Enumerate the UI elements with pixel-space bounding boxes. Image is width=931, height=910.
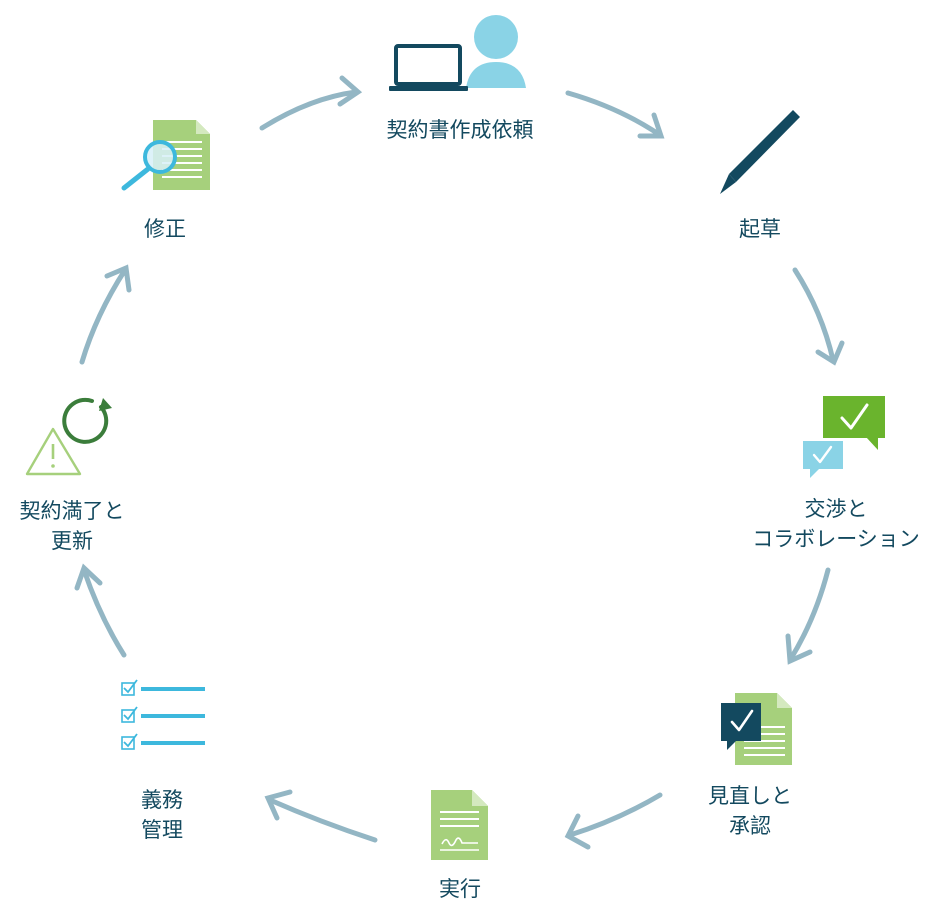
pen-icon — [720, 110, 800, 194]
step-label-line: 契約満了と — [19, 499, 125, 523]
step-label-line: 見直しと — [708, 784, 792, 808]
arrow-execution-to-obligations — [267, 797, 378, 843]
arrow-renewal-to-amendment — [79, 267, 128, 365]
arrow-execution-to-obligations-head — [264, 789, 293, 821]
step-label-line: 起草 — [739, 217, 781, 241]
laptop-user-icon — [389, 15, 526, 91]
step-label-line: 修正 — [144, 217, 186, 241]
step-label-drafting: 起草 — [710, 214, 810, 244]
step-label-amendment: 修正 — [115, 214, 215, 244]
step-label-line: 承認 — [729, 814, 771, 838]
arrow-obligations-to-renewal — [81, 567, 127, 658]
arrow-review-to-execution-head — [564, 813, 591, 850]
step-label-renewal: 契約満了と 更新 — [2, 496, 142, 556]
arrow-request-to-drafting — [565, 90, 663, 138]
step-label-request: 契約書作成依頼 — [360, 115, 560, 145]
chat-check-icon — [803, 396, 885, 478]
step-label-line: 実行 — [439, 877, 481, 901]
step-label-line: 義務 — [141, 788, 183, 812]
arrow-renewal-to-amendment-head — [104, 264, 132, 293]
arrow-amendment-to-request — [259, 89, 359, 131]
arrow-negotiation-to-review-head — [785, 633, 813, 665]
arrow-amendment-to-request-head — [337, 75, 363, 107]
signed-document-icon — [431, 790, 488, 860]
arrow-drafting-to-negotiation — [792, 267, 836, 363]
step-label-obligations: 義務 管理 — [112, 785, 212, 845]
arrow-negotiation-to-review — [787, 567, 831, 663]
step-label-line: 更新 — [51, 529, 93, 553]
step-label-line: 交渉と — [804, 497, 868, 521]
step-label-negotiation: 交渉と コラボレーション — [746, 494, 926, 554]
document-check-icon — [721, 693, 792, 765]
checklist-icon — [121, 679, 205, 750]
step-label-execution: 実行 — [410, 874, 510, 904]
arrow-drafting-to-negotiation-head — [815, 340, 845, 366]
step-label-line: 管理 — [141, 818, 183, 842]
arrow-obligations-to-renewal-head — [74, 563, 103, 591]
arrow-request-to-drafting-head — [637, 112, 665, 139]
step-label-review: 見直しと 承認 — [690, 781, 810, 841]
warning-renew-icon — [25, 397, 112, 476]
step-label-line: 契約書作成依頼 — [386, 118, 534, 142]
step-label-line: コラボレーション — [752, 527, 920, 551]
cycle-arrows — [74, 75, 845, 850]
arrow-review-to-execution — [567, 792, 663, 838]
document-search-icon — [121, 120, 210, 191]
